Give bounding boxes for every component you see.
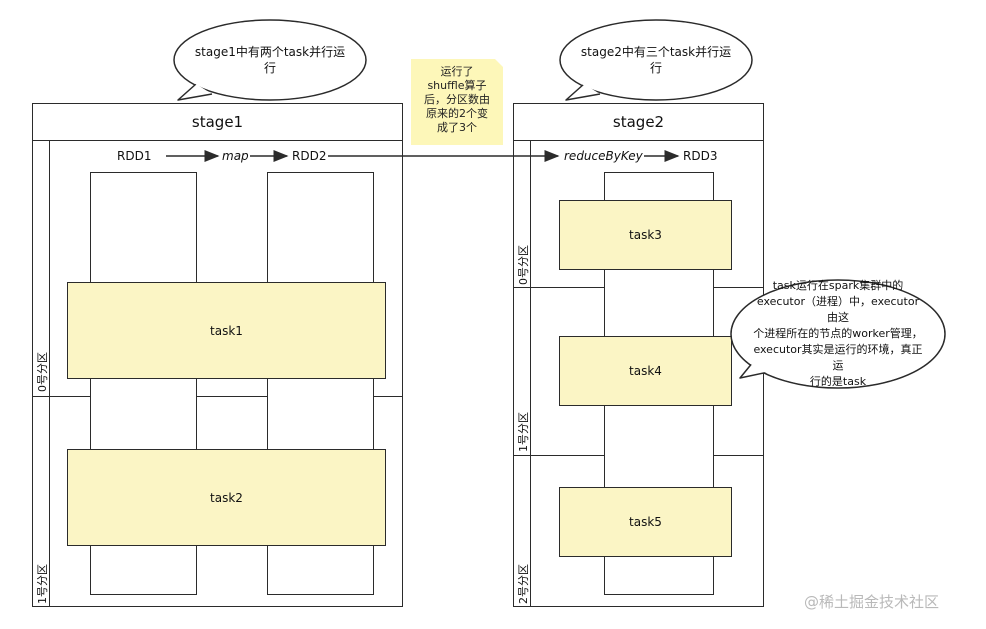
reducebykey-operator-label: reduceByKey <box>564 149 643 163</box>
stage2-bubble-text: stage2中有三个task并行运行 <box>580 45 732 75</box>
stage1-speech-bubble <box>173 19 367 101</box>
stage1-bubble-text: stage1中有两个task并行运行 <box>194 45 346 75</box>
task5-block: task5 <box>559 487 732 557</box>
watermark: @稀土掘金技术社区 <box>804 593 940 611</box>
rdd2-label: RDD2 <box>292 149 327 163</box>
sticky-note-fold <box>495 59 503 67</box>
sticky-note-line-3: 后，分区数由 <box>424 93 490 106</box>
stage2-speech-bubble <box>559 19 753 101</box>
executor-bubble-line-5: 行的是task <box>809 375 867 388</box>
task3-block: task3 <box>559 200 732 270</box>
rdd3-label: RDD3 <box>683 149 718 163</box>
stage1-partition-column <box>32 140 50 607</box>
map-operator-label: map <box>222 149 249 163</box>
stage1-title: stage1 <box>32 103 403 141</box>
executor-bubble-line-3: 个进程所在的节点的worker管理， <box>753 327 923 340</box>
executor-speech-bubble <box>730 279 946 389</box>
executor-bubble-line-2: executor（进程）中，executor由这 <box>756 295 920 324</box>
rdd1-label: RDD1 <box>117 149 152 163</box>
sticky-note-line-2: shuffle算子 <box>427 79 487 92</box>
task2-block: task2 <box>67 449 386 546</box>
executor-bubble-line-4: executor其实是运行的环境，真正运 <box>753 343 923 372</box>
stage2-partition-column <box>513 140 531 607</box>
stage2-title: stage2 <box>513 103 764 141</box>
executor-bubble-text: task运行在spark集群中的 executor（进程）中，executor由… <box>752 279 924 388</box>
task1-block: task1 <box>67 282 386 379</box>
sticky-note-line-1: 运行了 <box>440 65 474 78</box>
sticky-note-line-4: 原来的2个变 <box>426 107 488 120</box>
sticky-note-line-5: 成了3个 <box>437 121 477 134</box>
task4-block: task4 <box>559 336 732 406</box>
executor-bubble-line-1: task运行在spark集群中的 <box>772 279 904 292</box>
stage1-partition-divider <box>32 396 403 397</box>
shuffle-sticky-note: 运行了 shuffle算子 后，分区数由 原来的2个变 成了3个 <box>411 59 503 145</box>
